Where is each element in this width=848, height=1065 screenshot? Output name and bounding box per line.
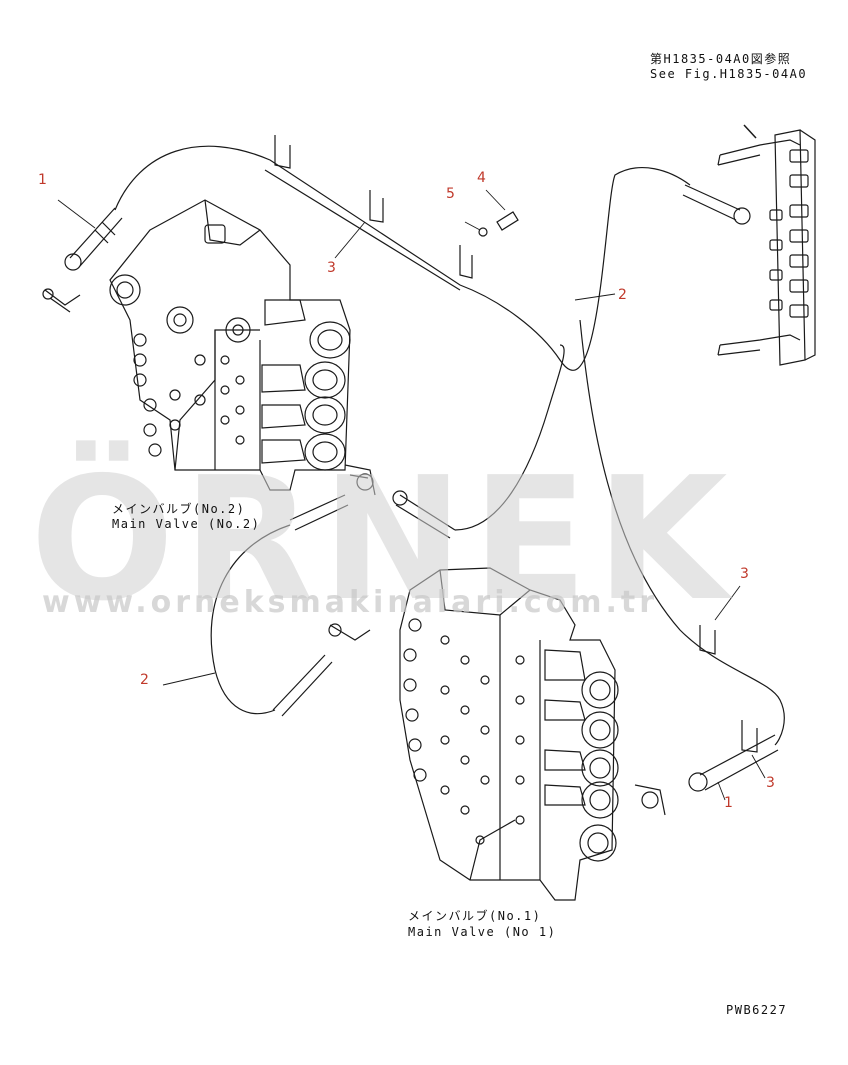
manifold-block: [717, 124, 816, 366]
callout-3-right: 3: [740, 566, 749, 582]
callout-2-right: 2: [618, 287, 627, 303]
drawing-code: PWB6227: [726, 1003, 788, 1017]
callout-4: 4: [477, 170, 486, 186]
tee-fitting-lower: [634, 784, 666, 816]
valve-no2-label-jp: メインバルブ(No.2): [112, 502, 246, 516]
main-valve-no2: [109, 199, 351, 491]
valve-no1-label-jp: メインバルブ(No.1): [408, 909, 542, 923]
clamp-right: [699, 625, 758, 753]
hose-1-lower: [688, 734, 779, 792]
hose-center: [392, 490, 456, 539]
callout-3-top: 3: [327, 260, 336, 276]
callout-2-left: 2: [140, 672, 149, 688]
hose-1-upper: [64, 207, 123, 271]
callout-3-bottom: 3: [766, 775, 775, 791]
clamp-top: [264, 135, 473, 291]
valve-no2-label-en: Main Valve (No.2): [112, 517, 261, 531]
reference-en: See Fig.H1835-04A0: [650, 67, 808, 81]
hose-2-left: [272, 494, 349, 717]
leader-lines: [57, 189, 766, 801]
reference-jp: 第H1835-04A0図参照: [650, 52, 792, 66]
elbow-fitting-upper: [42, 288, 81, 313]
pipe-upper-arc: [114, 145, 691, 371]
bolt-washer: [478, 211, 519, 237]
callout-5: 5: [446, 186, 455, 202]
elbow-fitting-lower: [328, 623, 371, 641]
pipe-right-run: [579, 319, 785, 746]
tee-fitting-center: [344, 464, 376, 496]
main-valve-no1: [399, 567, 619, 901]
valve-no1-label-en: Main Valve (No 1): [408, 925, 557, 939]
pipe-left-loop: [210, 524, 291, 715]
watermark-brand: ÖRNEK: [30, 441, 736, 639]
pipe-center-curve: [454, 344, 565, 531]
hose-2-upper-right: [682, 184, 751, 225]
watermark-url: www.orneksmakinalari.com.tr: [42, 585, 659, 620]
callout-1-top: 1: [38, 172, 47, 188]
callout-1-bottom: 1: [724, 795, 733, 811]
